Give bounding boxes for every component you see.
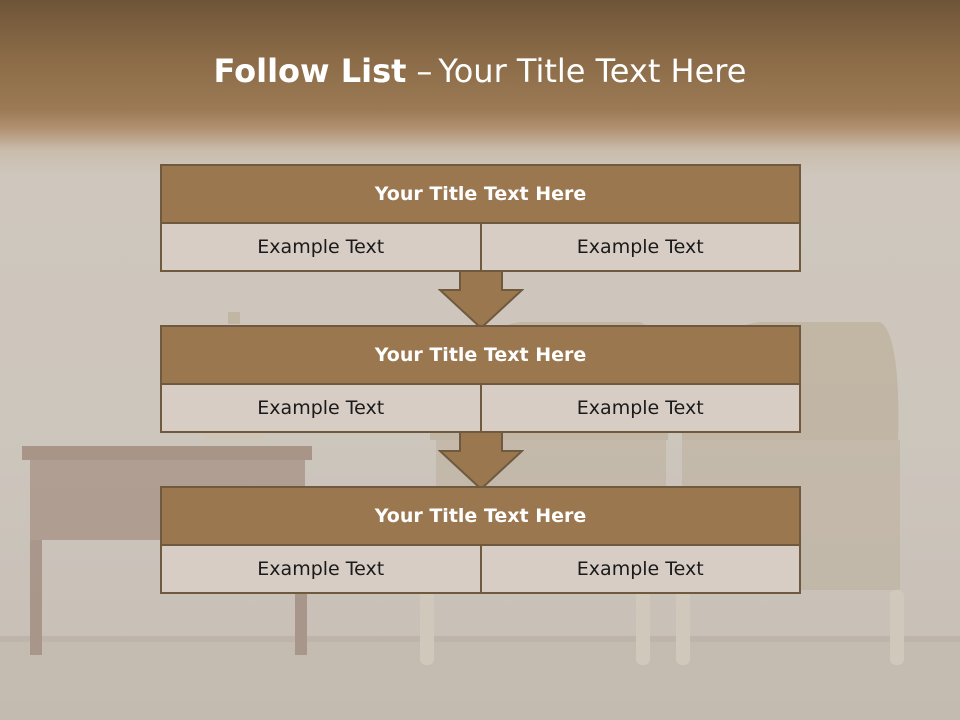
block-cells: Example Text Example Text	[162, 224, 799, 270]
slide-title-rest: Your Title Text Here	[438, 52, 747, 90]
slide-title-dash: –	[416, 52, 433, 90]
block-title: Your Title Text Here	[162, 166, 799, 224]
block-title: Your Title Text Here	[162, 488, 799, 546]
list-block-2: Your Title Text Here Example Text Exampl…	[160, 325, 801, 433]
slide-title-bold: Follow List	[213, 52, 407, 90]
list-block-3: Your Title Text Here Example Text Exampl…	[160, 486, 801, 594]
block-cell-right: Example Text	[479, 385, 799, 431]
down-arrow-icon	[438, 431, 524, 491]
block-cell-right: Example Text	[479, 546, 799, 592]
block-cell-right: Example Text	[479, 224, 799, 270]
block-cells: Example Text Example Text	[162, 385, 799, 431]
block-cells: Example Text Example Text	[162, 546, 799, 592]
block-title: Your Title Text Here	[162, 327, 799, 385]
block-cell-left: Example Text	[162, 385, 480, 431]
slide-title: Follow List–Your Title Text Here	[0, 52, 960, 90]
block-cell-left: Example Text	[162, 546, 480, 592]
down-arrow-icon	[438, 270, 524, 330]
list-block-1: Your Title Text Here Example Text Exampl…	[160, 164, 801, 272]
block-cell-left: Example Text	[162, 224, 480, 270]
